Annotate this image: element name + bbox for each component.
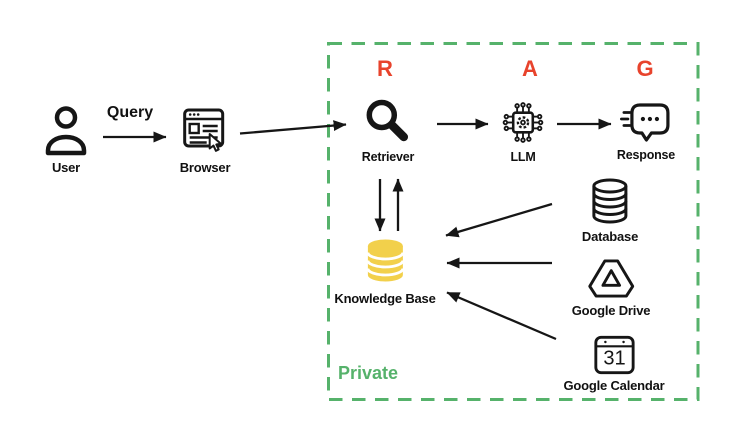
database-label: Database (581, 229, 639, 244)
retriever-node: Retriever (362, 98, 414, 164)
letter-g: G (636, 56, 654, 81)
knowledge-base-label: Knowledge Base (334, 291, 436, 306)
user-label: User (51, 160, 81, 175)
retriever-icon (366, 99, 409, 142)
response-icon (620, 103, 670, 142)
google-drive-label: Google Drive (571, 303, 651, 318)
letter-a: A (522, 56, 538, 81)
arrow-database-to-kb (445, 202, 553, 238)
database-node: Database (582, 177, 638, 244)
response-node: Response (617, 100, 675, 162)
google-calendar-icon: 31 (593, 335, 635, 375)
query-label: Query (106, 104, 154, 121)
arrow-browser-to-retriever (239, 120, 347, 135)
private-boundary (327, 42, 700, 401)
llm-node: LLM (500, 99, 547, 164)
browser-label: Browser (179, 160, 231, 175)
retriever-label: Retriever (361, 150, 415, 164)
private-label: Private (338, 363, 399, 383)
browser-icon (183, 108, 225, 152)
llm-label: LLM (510, 150, 536, 164)
google-drive-icon (588, 259, 634, 298)
letter-r: R (377, 56, 393, 81)
response-label: Response (616, 148, 676, 162)
llm-icon (502, 102, 544, 143)
user-node: User (44, 106, 88, 175)
google-drive-node: Google Drive (571, 258, 651, 318)
google-calendar-node: 31 Google Calendar (563, 332, 665, 393)
google-calendar-label: Google Calendar (563, 378, 665, 393)
knowledge-base-node: Knowledge Base (334, 237, 436, 306)
database-icon (592, 178, 628, 224)
browser-node: Browser (180, 106, 231, 175)
knowledge-base-icon (366, 239, 404, 282)
arrow-calendar-to-kb (446, 291, 557, 341)
calendar-day-number: 31 (603, 348, 625, 370)
user-icon (45, 106, 87, 156)
